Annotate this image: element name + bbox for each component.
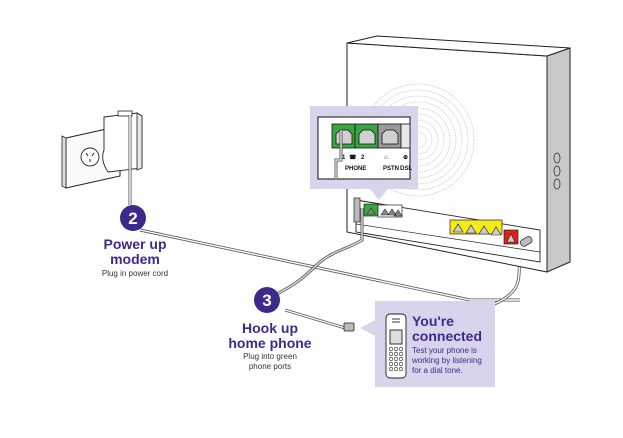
cordless-phone-icon bbox=[385, 313, 407, 379]
house-phone-icon: ⌂ bbox=[384, 155, 388, 161]
connected-title-line-1: You're bbox=[412, 313, 454, 329]
connected-callout bbox=[360, 301, 495, 387]
rear-phone-ports bbox=[363, 203, 403, 218]
svg-text:3: 3 bbox=[262, 291, 271, 310]
power-jack bbox=[520, 236, 533, 247]
connected-description: Test your phone is working by listening … bbox=[412, 346, 482, 376]
step-3-subtitle-line-2: phone ports bbox=[248, 362, 292, 371]
phone-cord bbox=[274, 208, 364, 330]
step-3-subtitle: Plug into green phone ports bbox=[230, 352, 310, 372]
modem bbox=[346, 35, 571, 273]
modem-status-leds bbox=[553, 152, 561, 190]
power-adapter bbox=[102, 110, 143, 173]
step-2-title-line-1: Power up bbox=[103, 236, 167, 252]
step-2-title: Power up modem bbox=[90, 237, 180, 267]
step-3-badge: 3 bbox=[254, 287, 280, 313]
connected-description-line-1: Test your phone is bbox=[412, 346, 477, 355]
connected-description-line-3: for a dial tone. bbox=[412, 366, 463, 375]
step-3-title-line-1: Hook up bbox=[242, 320, 298, 336]
connected-title: You're connected bbox=[412, 314, 482, 344]
connected-title-line-2: connected bbox=[412, 328, 483, 344]
pstn-label: PSTN bbox=[383, 166, 399, 172]
step-3-title: Hook up home phone bbox=[222, 321, 318, 351]
step-2-badge: 2 bbox=[120, 205, 146, 231]
step-3-title-line-2: home phone bbox=[228, 335, 312, 351]
power-cord bbox=[128, 115, 522, 308]
step-2-title-line-2: modem bbox=[110, 251, 160, 267]
step-3-subtitle-line-1: Plug into green bbox=[243, 352, 297, 361]
phone-label: PHONE bbox=[345, 166, 366, 172]
phone-plug bbox=[343, 322, 355, 332]
globe-icon: ⊕ bbox=[403, 155, 408, 161]
svg-text:2: 2 bbox=[128, 209, 137, 228]
port-2-label: 2 bbox=[361, 155, 365, 161]
step-2-subtitle: Plug in power cord bbox=[101, 269, 169, 278]
rear-wan-port bbox=[503, 229, 519, 245]
connected-description-line-2: working by listening bbox=[412, 356, 482, 365]
port-panel-callout: 1 ☎ 2 PHONE ⌂ PSTN ⊕ DSL bbox=[310, 106, 418, 200]
port-1-label: 1 bbox=[342, 155, 346, 161]
dsl-label: DSL bbox=[400, 166, 412, 172]
rear-lan-ports bbox=[449, 219, 503, 236]
phone-handset-icon: ☎ bbox=[349, 154, 357, 161]
